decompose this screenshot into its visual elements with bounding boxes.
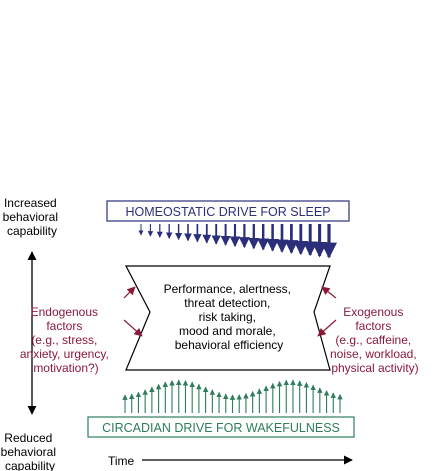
increased-capability-label: Increased behavioral capability bbox=[3, 196, 62, 238]
endogenous-arrow-lower bbox=[123, 319, 143, 337]
exogenous-arrow-lower bbox=[317, 319, 337, 337]
endogenous-arrow-upper bbox=[123, 286, 136, 299]
homeostatic-arrows bbox=[138, 224, 337, 259]
circadian-drive-box bbox=[87, 416, 355, 438]
exogenous-arrow-upper bbox=[321, 286, 337, 299]
reduced-capability-label: Reduced behavioral capability bbox=[1, 431, 60, 471]
circadian-drive-label: CIRCADIAN DRIVE FOR WAKEFULNESS bbox=[102, 421, 340, 435]
homeostatic-drive-label: HOMEOSTATIC DRIVE FOR SLEEP bbox=[125, 205, 330, 219]
exogenous-factors-text: Exogenous factors (e.g., caffeine, noise… bbox=[330, 305, 420, 375]
circadian-arrows bbox=[122, 379, 343, 413]
homeostatic-drive-box bbox=[106, 200, 350, 222]
endogenous-factors-text: Endogenous factors (e.g., stress, anxiet… bbox=[20, 305, 112, 375]
performance-text: Performance, alertness, threat detection… bbox=[164, 282, 295, 352]
performance-box bbox=[125, 265, 331, 371]
time-axis-label: Time bbox=[108, 454, 135, 468]
